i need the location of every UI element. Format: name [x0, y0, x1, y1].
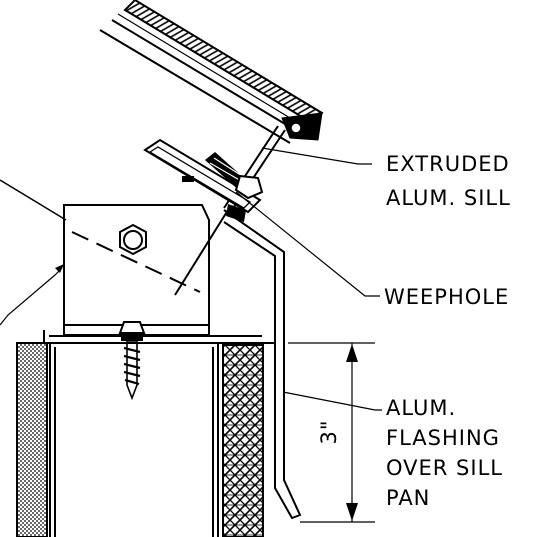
alum-flashing — [223, 209, 302, 520]
dimension-3in: 3" — [288, 342, 375, 523]
flashing-label-line4: PAN — [386, 486, 430, 510]
flashing-label-line2: FLASHING — [386, 426, 500, 450]
glazing-panel — [99, 0, 324, 144]
extruded-sill-label-line1: EXTRUDED — [386, 152, 510, 176]
flashing-label-line1: ALUM. — [386, 396, 456, 420]
extruded-sill-label-line2: ALUM. SILL — [386, 186, 511, 210]
extruded-sill — [143, 125, 286, 214]
wall-section — [16, 330, 268, 537]
flashing-label-line3: OVER SILL — [386, 456, 503, 480]
weephole-label: WEEPHOLE — [384, 285, 509, 309]
dimension-label: 3" — [317, 419, 341, 444]
bolt-assembly — [205, 152, 264, 222]
fastener-screw — [118, 321, 146, 401]
structural-block — [0, 179, 229, 336]
leader-lines — [0, 147, 382, 411]
